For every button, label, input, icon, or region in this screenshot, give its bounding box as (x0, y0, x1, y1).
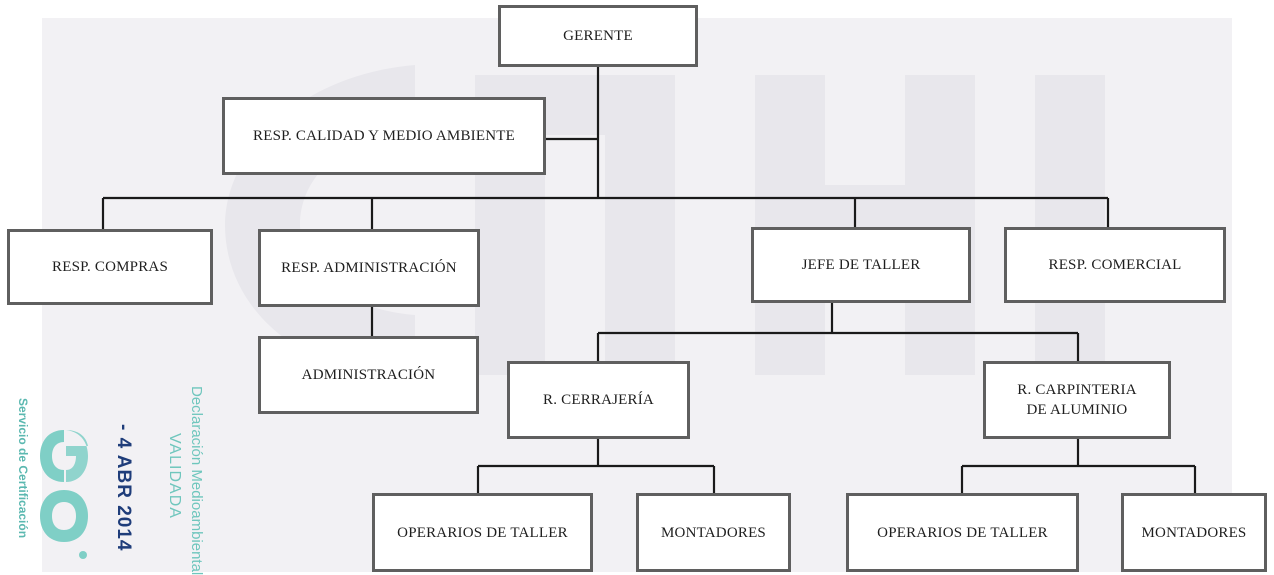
node-resp-comercial-label: RESP. COMERCIAL (1048, 257, 1182, 273)
cert-logo-icon (40, 430, 88, 559)
node-carpinteria-montadores-label: MONTADORES (1141, 524, 1247, 541)
stamp-issuer: Servicio de Certificación (16, 398, 30, 539)
node-cerrajeria-operarios-label: OPERARIOS DE TALLER (397, 524, 568, 541)
certification-stamp: Declaración Medioambiental VALIDADA - 4 … (8, 386, 205, 575)
node-cerrajeria-operarios: OPERARIOS DE TALLER (372, 493, 593, 572)
node-resp-administracion-label: RESP. ADMINISTRACIÓN (281, 260, 457, 276)
node-carpinteria-operarios-label: OPERARIOS DE TALLER (877, 524, 1048, 541)
node-r-carpinteria: R. CARPINTERIA DE ALUMINIO (983, 361, 1171, 439)
node-cerrajeria-montadores: MONTADORES (636, 493, 791, 572)
node-resp-calidad-label: RESP. CALIDAD Y MEDIO AMBIENTE (253, 128, 515, 144)
node-gerente: GERENTE (498, 5, 698, 67)
node-administracion: ADMINISTRACIÓN (258, 336, 479, 414)
node-resp-comercial: RESP. COMERCIAL (1004, 227, 1226, 303)
node-gerente-label: GERENTE (563, 28, 633, 44)
node-carpinteria-montadores: MONTADORES (1121, 493, 1267, 572)
node-resp-calidad: RESP. CALIDAD Y MEDIO AMBIENTE (222, 97, 546, 175)
node-r-cerrajeria-label: R. CERRAJERÍA (543, 392, 654, 408)
stamp-declaration: Declaración Medioambiental (188, 386, 205, 575)
watermark-logo-icon (225, 65, 1105, 380)
node-resp-compras-label: RESP. COMPRAS (52, 259, 168, 275)
stamp-date: - 4 ABR 2014 (113, 424, 134, 552)
node-resp-administracion: RESP. ADMINISTRACIÓN (258, 229, 480, 307)
node-jefe-taller-label: JEFE DE TALLER (801, 257, 921, 273)
stamp-status: VALIDADA (166, 433, 183, 519)
node-administracion-label: ADMINISTRACIÓN (301, 367, 436, 383)
node-r-cerrajeria: R. CERRAJERÍA (507, 361, 690, 439)
node-jefe-taller: JEFE DE TALLER (751, 227, 971, 303)
node-cerrajeria-montadores-label: MONTADORES (661, 524, 766, 541)
node-resp-compras: RESP. COMPRAS (7, 229, 213, 305)
node-r-carpinteria-label: R. CARPINTERIA DE ALUMINIO (1017, 382, 1137, 418)
node-carpinteria-operarios: OPERARIOS DE TALLER (846, 493, 1079, 572)
